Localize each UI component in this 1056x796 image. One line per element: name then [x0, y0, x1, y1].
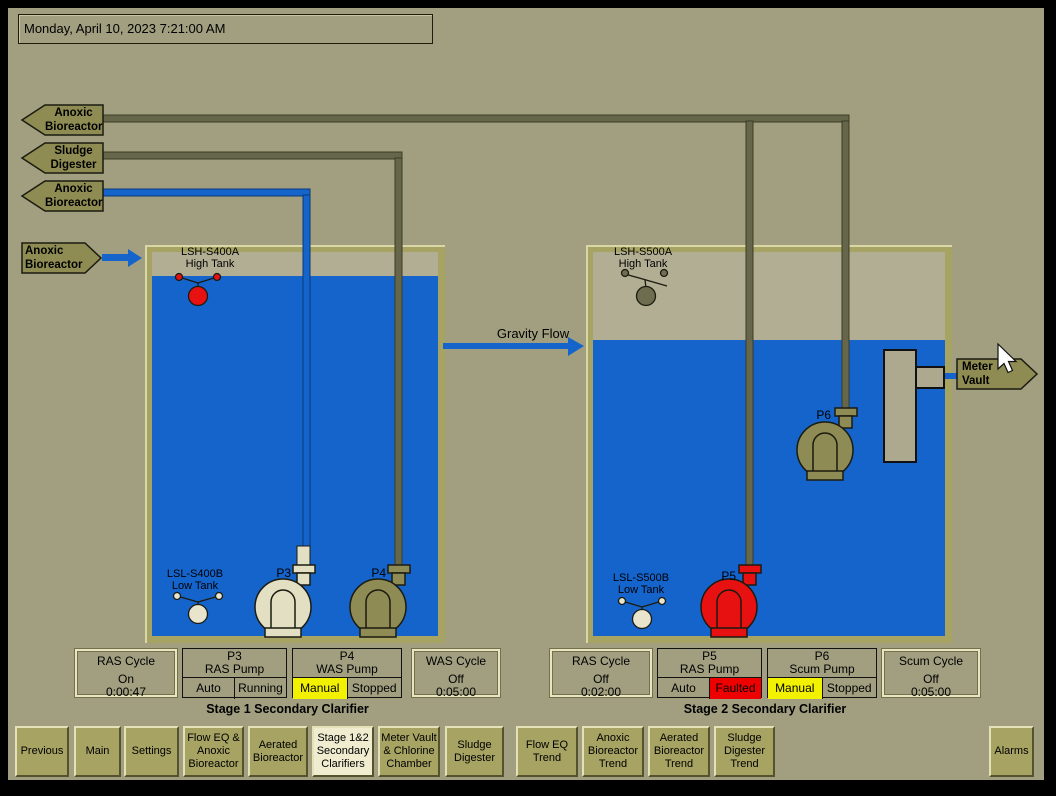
pump-p5-panel: P5 RAS Pump Auto Faulted	[657, 648, 762, 699]
tag-pump-p4: P4	[371, 566, 386, 580]
stage1-tank-water	[152, 276, 438, 636]
ras2-cycle-time: 0:02:00	[580, 685, 622, 699]
nav-button-flow-eq-trend[interactable]: Flow EQ Trend	[516, 726, 578, 777]
tag-lsl-s500b: LSL-S500B Low Tank	[612, 572, 670, 596]
tag-lsl-s400b: LSL-S400B Low Tank	[166, 568, 224, 592]
ras2-cycle-state: Off	[593, 672, 609, 686]
flow-label-anoxic-inlet[interactable]: Anoxic Bioreactor	[25, 245, 83, 271]
ras-cycle-title: RAS Cycle	[96, 654, 155, 668]
gravity-flow-label: Gravity Flow	[496, 326, 570, 341]
p6-name: Scum Pump	[789, 662, 855, 676]
scum-cycle-state: Off	[923, 672, 939, 686]
nav-button-alarms[interactable]: Alarms	[989, 726, 1034, 777]
flow-label-anoxic-mid[interactable]: Anoxic Bioreactor	[45, 183, 103, 209]
was-cycle-title: WAS Cycle	[425, 654, 487, 668]
tag-lsh-s400a: LSH-S400A High Tank	[180, 246, 240, 270]
flow-label-anoxic-top-shape[interactable]	[20, 104, 104, 136]
nav-button-aerated-bioreactor[interactable]: Aerated Bioreactor	[248, 726, 308, 777]
nav-button-anoxic-trend[interactable]: Anoxic Bioreactor Trend	[582, 726, 644, 777]
p3-tag: P3	[227, 649, 242, 663]
tag-pump-p3: P3	[276, 566, 291, 580]
stage1-title: Stage 1 Secondary Clarifier	[206, 702, 369, 716]
scum-cycle-time: 0:05:00	[910, 685, 952, 699]
p5-mode: Auto	[658, 678, 710, 699]
pump-p3-panel: P3 RAS Pump Auto Running	[182, 648, 287, 699]
ras-cycle-time: 0:00:47	[105, 685, 147, 699]
nav-button-stage12-clarifiers[interactable]: Stage 1&2 Secondary Clarifiers	[312, 726, 374, 777]
pump-p6[interactable]	[796, 407, 858, 481]
nav-button-sludge-digester-trend[interactable]: Sludge Digester Trend	[714, 726, 775, 777]
p3-mode: Auto	[183, 678, 235, 699]
nav-button-meter-vault-chlorine[interactable]: Meter Vault & Chlorine Chamber	[378, 726, 440, 777]
stage1-was-cycle-box: WAS Cycle Off 0:05:00	[412, 649, 500, 699]
p4-mode: Manual	[293, 678, 348, 699]
pump-p4-panel: P4 WAS Pump Manual Stopped	[292, 648, 402, 699]
scum-cycle-title: Scum Cycle	[898, 654, 963, 668]
was-cycle-state: Off	[448, 672, 464, 686]
datetime-display: Monday, April 10, 2023 7:21:00 AM	[18, 14, 433, 44]
nav-button-sludge-digester[interactable]: Sludge Digester	[445, 726, 504, 777]
pump-p4[interactable]	[349, 564, 411, 638]
nav-button-previous[interactable]: Previous	[15, 726, 69, 777]
flow-label-anoxic-inlet-shape[interactable]	[21, 242, 103, 274]
p5-name: RAS Pump	[679, 662, 740, 676]
p6-tag: P6	[814, 649, 830, 663]
p6-mode: Manual	[768, 678, 823, 699]
was-cycle-time: 0:05:00	[435, 685, 477, 699]
flow-label-sludge-digester-shape[interactable]	[20, 142, 104, 174]
tag-lsh-s500a: LSH-S500A High Tank	[613, 246, 673, 270]
stage2-ras-cycle-box: RAS Cycle Off 0:02:00	[550, 649, 652, 699]
p4-tag: P4	[339, 649, 355, 663]
flow-label-anoxic-mid-shape[interactable]	[20, 180, 104, 212]
nav-button-main[interactable]: Main	[74, 726, 121, 777]
pump-p5[interactable]	[700, 564, 762, 638]
tag-pump-p5: P5	[721, 569, 736, 583]
flow-label-meter-vault[interactable]: Meter Vault	[962, 361, 993, 387]
p5-status: Faulted	[710, 678, 761, 699]
nav-button-aerated-trend[interactable]: Aerated Bioreactor Trend	[648, 726, 710, 777]
flow-label-anoxic-top[interactable]: Anoxic Bioreactor	[45, 107, 103, 133]
nav-button-settings[interactable]: Settings	[124, 726, 179, 777]
p4-name: WAS Pump	[316, 662, 378, 676]
pump-p3[interactable]	[254, 564, 316, 638]
stage2-scum-cycle-box: Scum Cycle Off 0:05:00	[882, 649, 980, 699]
ras-cycle-state: On	[117, 672, 134, 686]
pump-p6-panel: P6 Scum Pump Manual Stopped	[767, 648, 877, 699]
p3-name: RAS Pump	[204, 662, 265, 676]
stage1-ras-cycle-box: RAS Cycle On 0:00:47	[75, 649, 177, 699]
ras2-cycle-title: RAS Cycle	[571, 654, 630, 668]
p5-tag: P5	[702, 649, 717, 663]
nav-button-flow-eq-anoxic[interactable]: Flow EQ & Anoxic Bioreactor	[183, 726, 244, 777]
p3-status: Running	[238, 681, 283, 695]
p6-status: Stopped	[826, 681, 872, 695]
flow-label-sludge-digester[interactable]: Sludge Digester	[50, 145, 97, 171]
stage2-title: Stage 2 Secondary Clarifier	[683, 702, 847, 716]
p4-status: Stopped	[351, 681, 397, 695]
tag-pump-p6: P6	[816, 408, 831, 422]
